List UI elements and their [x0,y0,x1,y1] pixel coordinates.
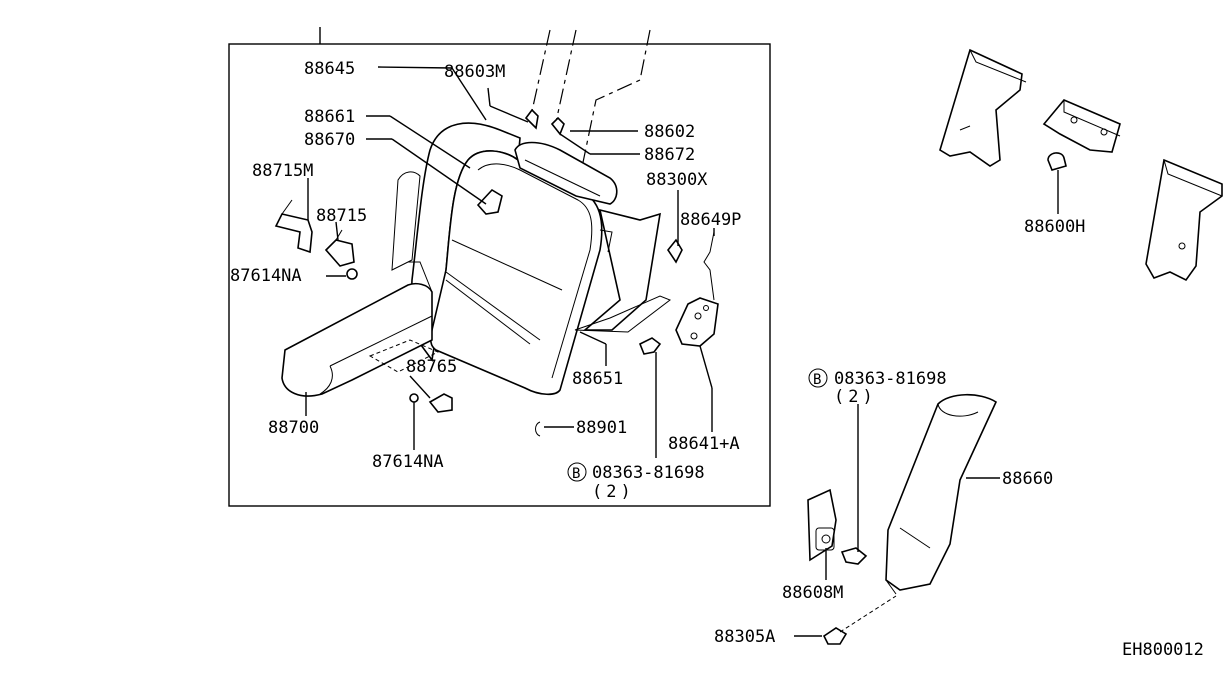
label-88608m: 88608M [782,583,843,603]
label-88602: 88602 [644,122,695,142]
label-88603m: 88603M [444,62,505,82]
rod-88649p [703,231,715,301]
diagram-code: EH800012 [1122,640,1204,660]
label-88649p: 88649P [680,210,741,230]
label-88672: 88672 [644,145,695,165]
label-88600h: 88600H [1024,217,1085,237]
label-87614na-a: 87614NA [230,266,302,286]
bracket-88765 [428,393,453,413]
clip-87614na-a [346,268,358,280]
bolt-marker-b [808,368,828,388]
seat-frame-rail [408,261,433,293]
mount-brackets [939,48,1223,282]
side-trim [885,393,998,595]
label-bolt-b-qty: (2) [834,387,877,407]
clip-87614na-b [409,393,419,403]
label-88765: 88765 [406,357,457,377]
label-88700: 88700 [268,418,319,438]
seat-back-assembly [391,122,672,396]
bolt-marker-a [567,462,587,482]
seat-cushion [281,282,440,397]
retainer-88300x [667,238,683,264]
bracket-88608m [807,488,837,562]
label-bolt-b-code: 08363-81698 [834,369,947,389]
label-88661: 88661 [304,107,355,127]
label-88641a: 88641+A [668,434,740,454]
bolt-marker-a-letter: B [572,466,580,482]
label-bolt-a-code: 08363-81698 [592,463,705,483]
leader-88305a [839,595,897,633]
label-88300x: 88300X [646,170,708,190]
clips-88602 [524,108,565,136]
leader-lines [305,66,715,458]
bracket-88715 [324,229,355,267]
label-88670: 88670 [304,130,355,150]
assembly-frame [228,43,771,507]
label-88651: 88651 [572,369,623,389]
bracket-88715m [274,199,313,254]
label-88901: 88901 [576,418,627,438]
label-88660: 88660 [1002,469,1053,489]
bolt-b [840,547,868,565]
label-88645: 88645 [304,59,355,79]
label-88305a: 88305A [714,627,775,647]
callout-labels: 88645 88603M 88661 88670 88602 88672 887… [230,59,1204,660]
lock-88641a [675,297,719,347]
label-87614na-b: 87614NA [372,452,444,472]
bolt-a [638,337,662,355]
label-88715: 88715 [316,206,367,226]
seat-belt-lines [529,29,651,197]
bolt-marker-b-letter: B [813,372,821,388]
o-ring-88901 [535,421,541,437]
label-bolt-a-qty: (2) [592,482,635,502]
label-88715m: 88715M [252,161,313,181]
